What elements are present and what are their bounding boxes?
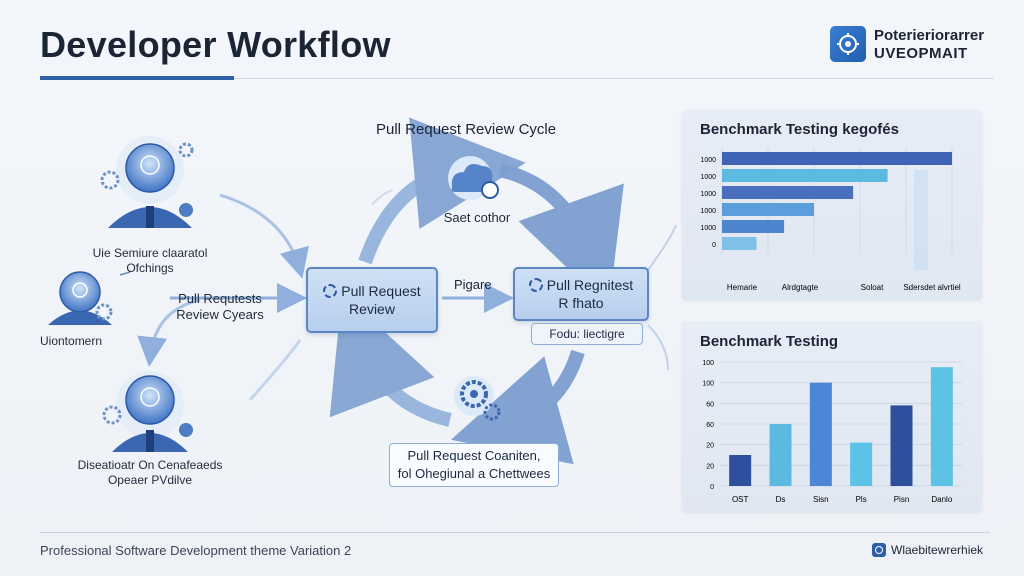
- top-node-label: Saet cothor: [443, 210, 511, 225]
- vbar-bar: [729, 455, 752, 486]
- persona-3-label-line1: Diseatioatr On Cenafeaeds: [77, 458, 223, 472]
- vbar-bar: [769, 424, 792, 486]
- footer-text: Professional Software Development theme …: [40, 543, 352, 558]
- hbar-category-label: Alrdgtagte: [782, 283, 819, 292]
- persona-3-illustration: [102, 371, 193, 452]
- brand-logo: [830, 26, 866, 62]
- pull-request-review-line2: Review: [349, 301, 395, 317]
- pull-request-review-line1: Pull Request: [341, 283, 421, 299]
- pull-request-completion-box[interactable]: Pull Request Coaniten, fol Ohegiunal a C…: [389, 443, 559, 487]
- hbar-highlight-band: [914, 170, 928, 270]
- faint-connector: [371, 189, 393, 206]
- cycle-arrow-bottom-right: [450, 349, 585, 465]
- persona-1-label-line1: Uie Semiure claaratol: [92, 246, 208, 260]
- gear-icon: [528, 278, 543, 292]
- cycle-side-label-line2: Review Cyears: [176, 307, 264, 322]
- persona-1-label: Uie Semiure claaratol Ofchings: [70, 246, 230, 276]
- vbar-category-label: Pisn: [894, 495, 910, 504]
- hbar-tick-label: 0: [712, 242, 716, 249]
- gear-lightbulb-icon: [837, 33, 859, 55]
- footer-logo-icon: [872, 543, 886, 557]
- hbar-category-label: Soloat: [861, 283, 884, 292]
- pull-request-node-line2: R fhato: [558, 295, 604, 311]
- pull-request-review-box[interactable]: Pull Request Review: [306, 267, 438, 333]
- pull-request-review-box-row: Pull Request: [323, 282, 421, 300]
- hbar-tick-label: 1000: [700, 157, 716, 164]
- footer-divider: [40, 532, 990, 533]
- vbar-bar: [890, 405, 913, 486]
- vbar-tick-label: 0: [710, 484, 714, 491]
- pull-request-completion-line2: fol Ohegiunal a Chettwees: [397, 466, 551, 481]
- hbar-bar: [722, 220, 785, 233]
- pull-request-node-box[interactable]: Pull Regnitest R fhato: [513, 267, 649, 321]
- vbar-category-label: Sisn: [813, 495, 829, 504]
- hbar-chart-title-main: Benchmark Testing: [700, 121, 839, 138]
- arrow-persona1-to-review: [219, 193, 309, 279]
- vbar-category-label: OST: [732, 495, 749, 504]
- persona-2-illustration: [48, 271, 113, 325]
- hbar-tick-label: 1000: [700, 208, 716, 215]
- hbar-tick-label: 1000: [700, 225, 716, 232]
- hbar-bar: [722, 186, 854, 199]
- connector-persona2: [119, 271, 131, 276]
- persona-3-label: Diseatioatr On Cenafeaeds Opeaer PVdilve: [60, 458, 240, 488]
- pull-request-node-line1: Pull Regnitest: [546, 277, 634, 293]
- hbar-bar: [722, 152, 952, 165]
- vbar-tick-label: 100: [702, 360, 714, 367]
- vbar-category-label: Ds: [776, 495, 786, 504]
- hbar-tick-label: 1000: [700, 191, 716, 198]
- persona-2-label: Uiontomern: [40, 334, 103, 348]
- vbar-tick-label: 100: [702, 381, 714, 388]
- vbar-bar: [809, 382, 832, 486]
- hbar-tick-label: 1000: [700, 174, 716, 181]
- footer-badge: Wlaebitewrerhiek: [891, 543, 984, 557]
- vbar-tick-label: 20: [706, 463, 714, 470]
- vbar-chart-title: Benchmark Testing: [700, 333, 839, 350]
- persona-1-label-line2: Ofchings: [126, 261, 174, 275]
- header-divider: [234, 78, 994, 79]
- cycle-arrow-top-right: [498, 163, 624, 308]
- cycle-title: Pull Request Review Cycle: [376, 121, 557, 138]
- hbar-bar: [722, 169, 888, 182]
- feedback-label-box: Fodu: liectigre: [531, 323, 643, 345]
- gear-icon: [323, 284, 338, 298]
- vbar-tick-label: 60: [706, 401, 714, 408]
- vbar-category-label: Danlo: [931, 495, 952, 504]
- vbar-category-label: Pls: [856, 495, 867, 504]
- cycle-arrow-bottom-left: [329, 292, 452, 427]
- vbar-bar: [930, 367, 953, 486]
- title-underline: [40, 76, 234, 80]
- arrow-persona3-to-review: [248, 339, 302, 401]
- page-title: Developer Workflow: [40, 24, 391, 65]
- hbar-bar: [722, 237, 757, 250]
- hbar-category-label: Sdersdet alvrtiel: [903, 283, 961, 292]
- connector-to-hbar: [647, 224, 677, 271]
- brand-name-line1: Poterieriorarrer: [874, 27, 985, 44]
- cycle-side-label: Pull Requtests Review Cyears: [170, 291, 270, 323]
- gear-cluster-icon: [454, 376, 501, 421]
- arrow-label: Pigare: [454, 277, 492, 292]
- hbar-category-label: Hemarie: [727, 283, 758, 292]
- hbar-bar: [722, 203, 814, 216]
- connector-to-vbar: [647, 324, 669, 371]
- brand-name-line2: UVEOPMAIT: [874, 45, 968, 62]
- persona-1-illustration: [100, 136, 194, 228]
- hbar-chart-title-suffix: kegofés: [842, 121, 899, 138]
- pull-request-node-row: Pull Regnitest: [528, 276, 634, 294]
- vbar-bar: [850, 442, 873, 486]
- hbar-chart-title: Benchmark Testing kegofés: [700, 121, 899, 138]
- arrow-to-persona3: [137, 298, 201, 367]
- vbar-tick-label: 60: [706, 422, 714, 429]
- persona-3-label-line2: Opeaer PVdilve: [107, 473, 193, 487]
- cloud-gear-icon: [448, 156, 499, 200]
- vbar-tick-label: 20: [706, 443, 714, 450]
- pull-request-completion-line1: Pull Request Coaniten,: [407, 448, 541, 463]
- cycle-side-label-line1: Pull Requtests: [178, 291, 262, 306]
